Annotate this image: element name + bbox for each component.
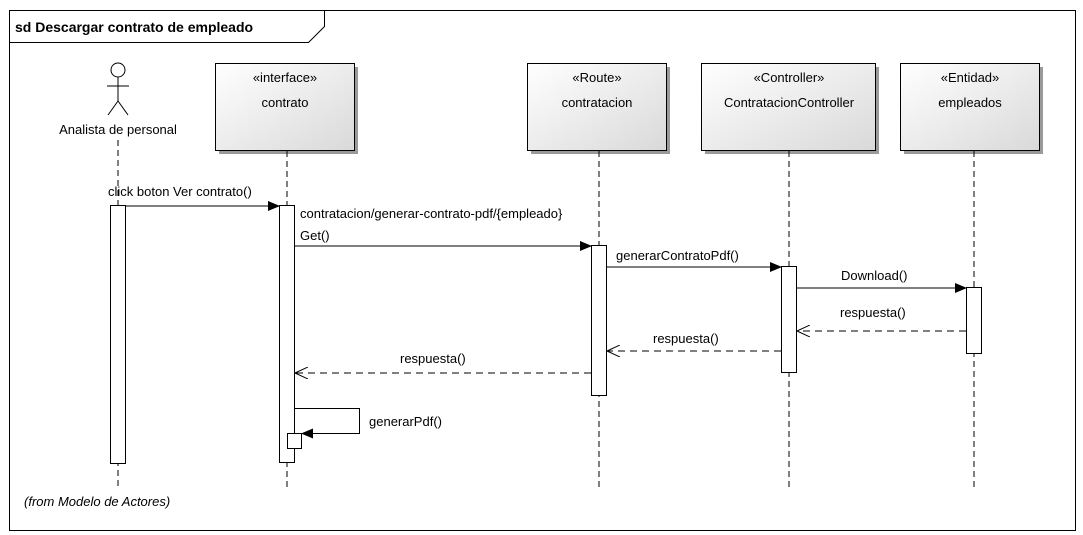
lifeline-stereotype: «Route»: [572, 70, 621, 85]
message-label: Get(): [300, 228, 330, 243]
activation-bar-controller: [781, 266, 797, 373]
lifeline-contratacion: «Route» contratacion: [527, 63, 670, 487]
lifeline-name: ContratacionController: [724, 95, 855, 110]
lifeline-contratacion-controller: «Controller» ContratacionController: [701, 63, 879, 487]
lifeline-name: contrato: [262, 95, 309, 110]
message-label: click boton Ver contrato(): [108, 184, 252, 199]
lifeline-stereotype: «Controller»: [754, 70, 825, 85]
activation-bar-contrato: [279, 205, 295, 463]
return-label: respuesta(): [400, 351, 466, 366]
message-label: generarContratoPdf(): [616, 248, 739, 263]
actor-label: Analista de personal: [59, 122, 177, 137]
diagram-frame: [9, 10, 1076, 531]
frame-title-tab: [9, 10, 325, 43]
actor-source-note: (from Modelo de Actores): [24, 494, 170, 509]
lifeline-empleados: «Entidad» empleados: [900, 63, 1043, 487]
activation-bar-empleados: [966, 287, 982, 354]
actor-figure-icon: [107, 62, 129, 116]
message-label: Download(): [841, 268, 907, 283]
lifeline-name: contratacion: [562, 95, 633, 110]
return-label: respuesta(): [840, 305, 906, 320]
lifeline-stereotype: «Entidad»: [941, 70, 1000, 85]
return-label: respuesta(): [653, 331, 719, 346]
self-message-label: generarPdf(): [369, 414, 442, 429]
lifeline-name: empleados: [938, 95, 1002, 110]
nested-activation-bar: [287, 433, 302, 449]
frame-title: sd Descargar contrato de empleado: [15, 19, 253, 35]
lifeline-contrato: «interface» contrato: [215, 63, 358, 487]
activation-bar-actor: [110, 205, 126, 464]
message-label: contratacion/generar-contrato-pdf/{emple…: [300, 206, 563, 221]
activation-bar-contratacion: [591, 245, 607, 396]
self-message-arrow: [295, 408, 360, 439]
lifeline-stereotype: «interface»: [253, 70, 317, 85]
